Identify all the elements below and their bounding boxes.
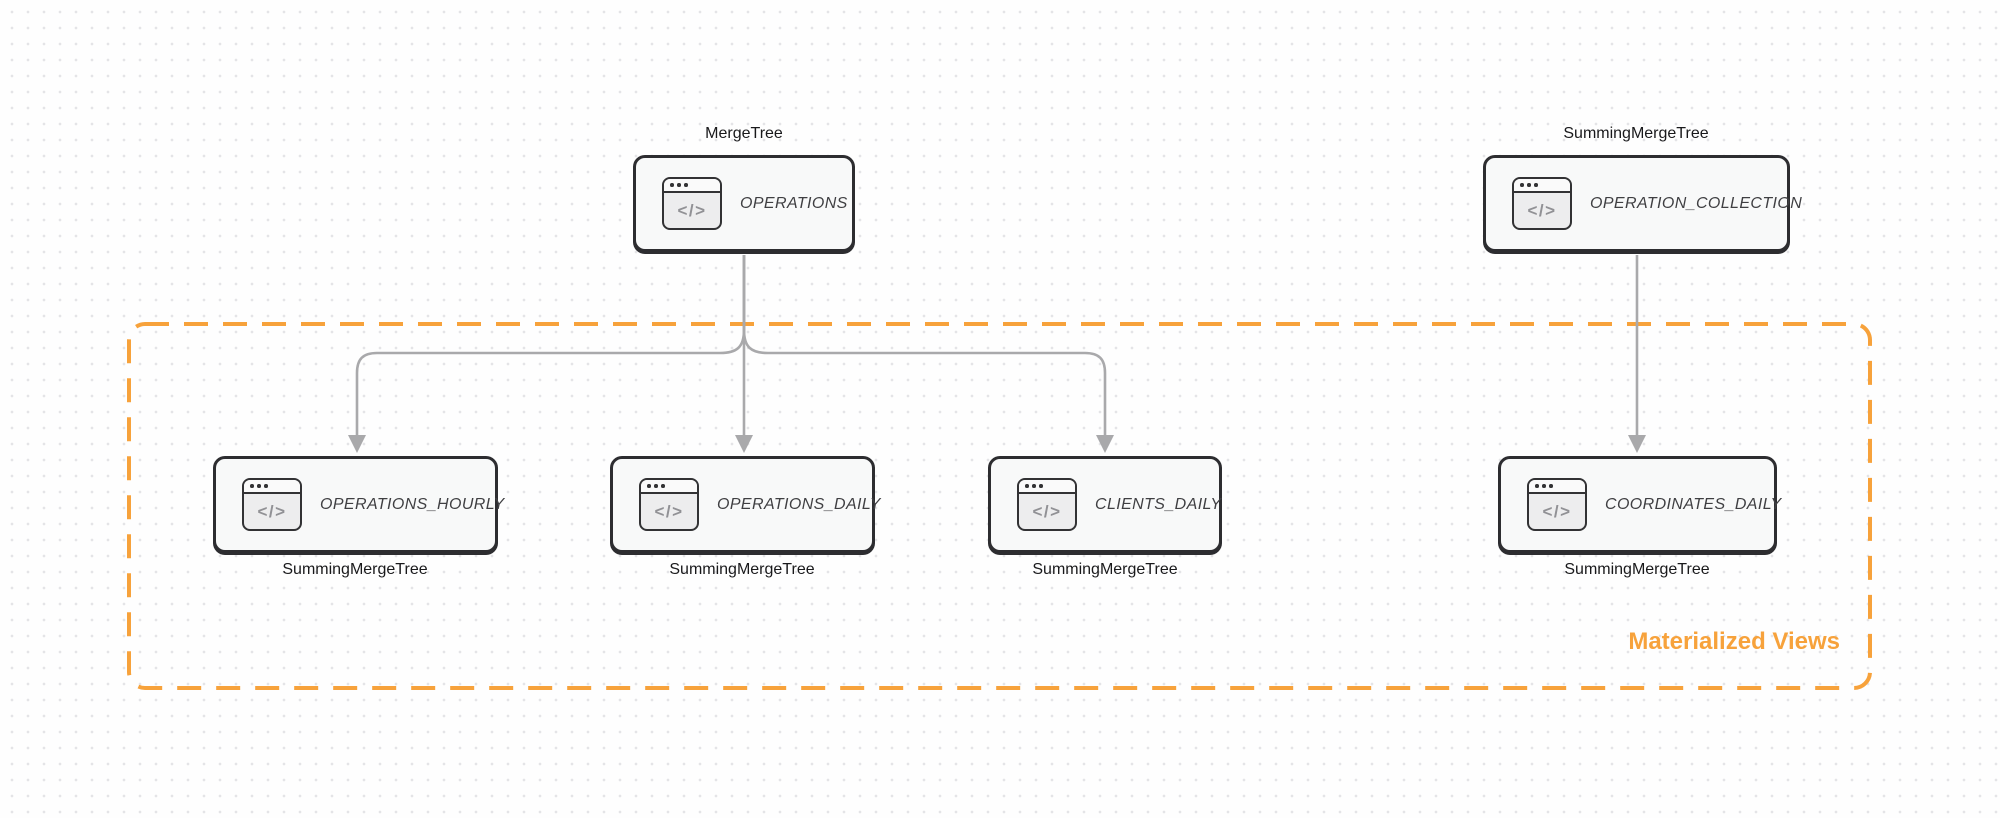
engine-label-coordinates-daily: SummingMergeTree: [1564, 561, 1710, 578]
code-window-icon: </>: [1512, 177, 1572, 230]
edge-operations-to-clients: [742, 255, 1107, 436]
code-glyph: </>: [654, 501, 684, 521]
engine-label-operations-daily: SummingMergeTree: [669, 561, 815, 578]
node-operation-collection[interactable]: </> OPERATION_COLLECTION: [1483, 155, 1802, 252]
node-title: OPERATIONS_DAILY: [717, 495, 881, 513]
engine-label-operations: MergeTree: [705, 125, 783, 142]
code-window-icon: </>: [662, 177, 722, 230]
node-operations-daily[interactable]: </> OPERATIONS_DAILY: [610, 456, 880, 553]
arrowhead-clients: [1096, 435, 1114, 453]
node-title: OPERATIONS: [740, 194, 848, 212]
code-window-icon: </>: [639, 478, 699, 531]
arrowhead-daily: [735, 435, 753, 453]
node-coordinates-daily[interactable]: </> COORDINATES_DAILY: [1498, 456, 1781, 553]
arrowhead-hourly: [348, 435, 366, 453]
window-dots-icon: [664, 179, 720, 193]
code-glyph: </>: [1527, 200, 1557, 220]
node-operations[interactable]: </> OPERATIONS: [633, 155, 855, 252]
window-dots-icon: [1529, 480, 1585, 494]
materialized-views-group-border: [127, 322, 1872, 690]
window-dots-icon: [1514, 179, 1570, 193]
code-glyph: </>: [1542, 501, 1572, 521]
code-window-icon: </>: [242, 478, 302, 531]
code-window-icon: </>: [1527, 478, 1587, 531]
code-glyph: </>: [1032, 501, 1062, 521]
node-clients-daily[interactable]: </> CLIENTS_DAILY: [988, 456, 1222, 553]
engine-label-clients-daily: SummingMergeTree: [1032, 561, 1178, 578]
edge-operations-to-hourly: [355, 255, 746, 436]
node-title: OPERATION_COLLECTION: [1590, 194, 1803, 212]
code-window-icon: </>: [1017, 478, 1077, 531]
code-glyph: </>: [257, 501, 287, 521]
node-title: COORDINATES_DAILY: [1605, 495, 1782, 513]
materialized-views-label: Materialized Views: [1628, 628, 1840, 655]
arrowhead-coordinates: [1628, 435, 1646, 453]
window-dots-icon: [1019, 480, 1075, 494]
code-glyph: </>: [677, 200, 707, 220]
node-title: OPERATIONS_HOURLY: [320, 495, 505, 513]
window-dots-icon: [641, 480, 697, 494]
engine-label-operation-collection: SummingMergeTree: [1563, 125, 1709, 142]
node-operations-hourly[interactable]: </> OPERATIONS_HOURLY: [213, 456, 504, 553]
engine-label-operations-hourly: SummingMergeTree: [282, 561, 428, 578]
node-title: CLIENTS_DAILY: [1095, 495, 1222, 513]
window-dots-icon: [244, 480, 300, 494]
